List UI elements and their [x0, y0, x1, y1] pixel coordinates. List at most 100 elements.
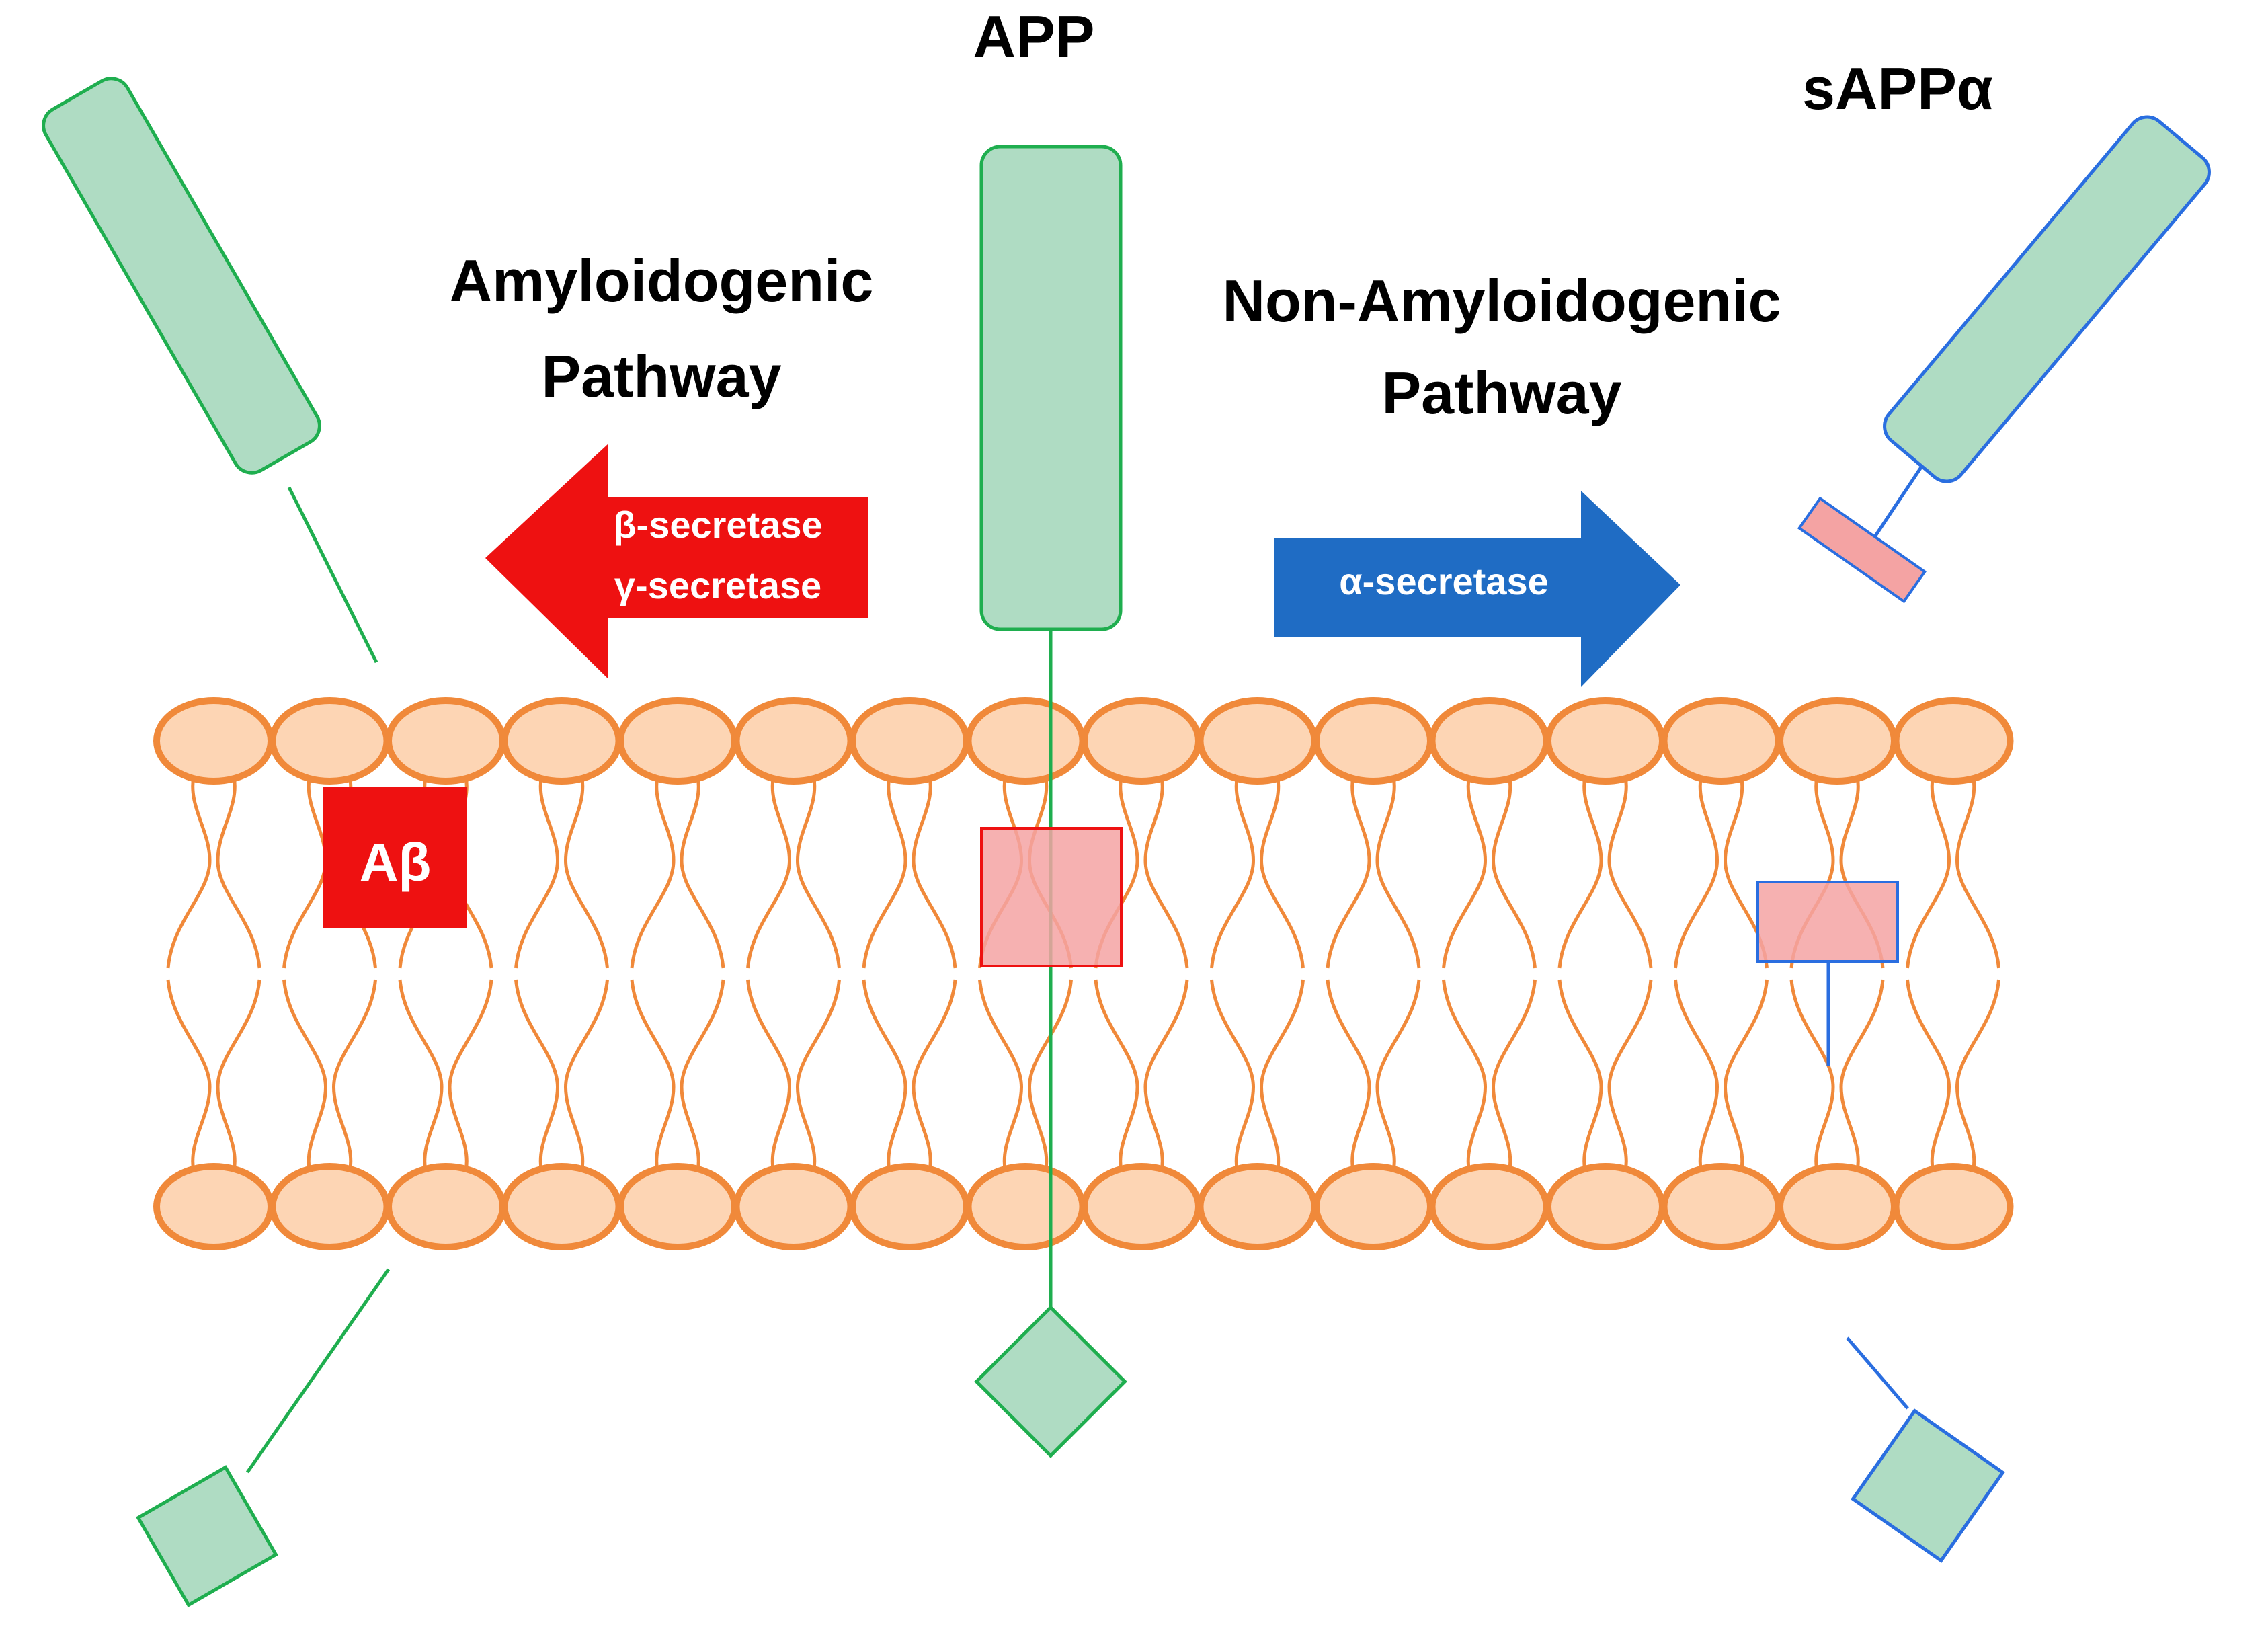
lipid-tail — [166, 979, 212, 1172]
app-transmembrane-segment — [980, 827, 1123, 967]
non-amyloidogenic-title-line1: Non-Amyloidogenic — [1222, 268, 1781, 334]
lipid-tail — [1259, 776, 1305, 969]
app-extracellular-domain — [979, 145, 1123, 631]
lipid-tail — [448, 979, 493, 1172]
lipid-head — [617, 1163, 738, 1250]
lipid-tail — [1557, 979, 1603, 1172]
c83-transmembrane-segment — [1756, 881, 1899, 963]
lipid-head — [733, 1163, 854, 1250]
lipid-tail — [978, 979, 1024, 1172]
aicd-left-stalk — [245, 1268, 391, 1474]
lipid-tail — [680, 979, 725, 1172]
lipid-head — [1777, 1163, 1898, 1250]
lipid-head — [1428, 697, 1550, 785]
app-intracellular-domain — [974, 1305, 1127, 1458]
abeta-label: Aβ — [360, 832, 432, 892]
lipid-tail — [1491, 776, 1537, 969]
abeta-fragment: Aβ — [323, 787, 467, 928]
lipid-tail — [1259, 979, 1305, 1172]
amyloidogenic-arrow: β-secretase γ-secretase — [485, 444, 868, 679]
lipid-head — [1892, 1163, 2014, 1250]
inner-leaflet-heads — [153, 1163, 2014, 1250]
lipid-head — [269, 1163, 391, 1250]
lipid-tail — [216, 776, 261, 969]
lipid-tail — [862, 979, 907, 1172]
lipid-tail — [1326, 979, 1371, 1172]
lipid-tail — [1674, 979, 1719, 1172]
lipid-tail — [563, 979, 609, 1172]
lipid-head — [269, 697, 391, 785]
lipid-head — [1313, 1163, 1434, 1250]
lipid-tail — [1326, 776, 1371, 969]
lipid-tail — [514, 979, 560, 1172]
sappa-stalk — [1867, 466, 1923, 547]
lipid-tail — [912, 776, 957, 969]
lipid-tail — [1375, 776, 1421, 969]
lipid-tail — [795, 979, 841, 1172]
lipid-tail — [1210, 979, 1256, 1172]
sappa-title: sAPPα — [1802, 55, 1993, 122]
lipid-tail — [1375, 979, 1421, 1172]
lipid-head — [733, 697, 854, 785]
lipid-tail — [1955, 979, 2000, 1172]
lipid-head — [1081, 697, 1202, 785]
sappb-stalk — [287, 486, 378, 664]
lipid-head — [385, 697, 506, 785]
non-amyloidogenic-arrow: α-secretase — [1274, 491, 1680, 687]
lipid-head — [501, 697, 622, 785]
lipid-tail — [282, 776, 328, 969]
lipid-tail — [1094, 979, 1139, 1172]
lipid-head — [617, 697, 738, 785]
app-title: APP — [973, 3, 1095, 70]
lipid-tail — [746, 776, 792, 969]
outer-leaflet-heads — [153, 697, 2014, 785]
gamma-secretase-label: γ-secretase — [614, 564, 821, 606]
amyloidogenic-title-line2: Pathway — [541, 343, 781, 409]
lipid-tail — [1557, 776, 1603, 969]
lipid-head — [1545, 697, 1666, 785]
lipid-tail — [282, 979, 328, 1172]
lipid-head — [849, 697, 970, 785]
lipid-tail — [1607, 776, 1653, 969]
abeta-box — [323, 787, 467, 928]
lipid-tail — [1839, 979, 1885, 1172]
lipid-tail — [1906, 776, 1951, 969]
lipid-head — [1892, 697, 2014, 785]
lipid-tail — [216, 979, 261, 1172]
lipid-head — [1660, 697, 1782, 785]
lipid-head — [501, 1163, 622, 1250]
amyloidogenic-title-line1: Amyloidogenic — [450, 247, 874, 314]
lipid-tail — [1607, 979, 1653, 1172]
beta-secretase-label: β-secretase — [613, 504, 822, 546]
lipid-tail — [630, 979, 676, 1172]
sappa-domain — [1883, 115, 2211, 483]
left-arrow-shape — [485, 444, 868, 679]
lipid-tail — [563, 776, 609, 969]
lipid-head — [965, 1163, 1086, 1250]
lipid-tail — [795, 776, 841, 969]
lipid-tail — [746, 979, 792, 1172]
c83-fragment — [1756, 881, 1899, 1066]
sappa-fragment — [1797, 115, 2211, 604]
lipid-tail — [398, 979, 444, 1172]
non-amyloidogenic-title-line2: Pathway — [1381, 360, 1621, 426]
lipid-tail — [1210, 776, 1256, 969]
lipid-head — [849, 1163, 970, 1250]
sappb-domain — [42, 77, 321, 475]
app-protein — [974, 145, 1127, 1458]
aicd-left-domain — [136, 1465, 278, 1607]
lipid-tail — [331, 979, 377, 1172]
lipid-tail — [1789, 979, 1835, 1172]
lipid-head — [153, 697, 274, 785]
lipid-head — [1777, 697, 1898, 785]
lipid-tail — [166, 776, 212, 969]
lipid-head — [965, 697, 1086, 785]
lipid-tail — [630, 776, 676, 969]
lipid-tail — [1906, 979, 1951, 1172]
lipid-tail — [680, 776, 725, 969]
lipid-tail — [1723, 979, 1769, 1172]
lipid-head — [385, 1163, 506, 1250]
aicd-right-stalk — [1846, 1336, 1909, 1410]
lipid-head — [1081, 1163, 1202, 1250]
alpha-secretase-label: α-secretase — [1339, 560, 1549, 602]
